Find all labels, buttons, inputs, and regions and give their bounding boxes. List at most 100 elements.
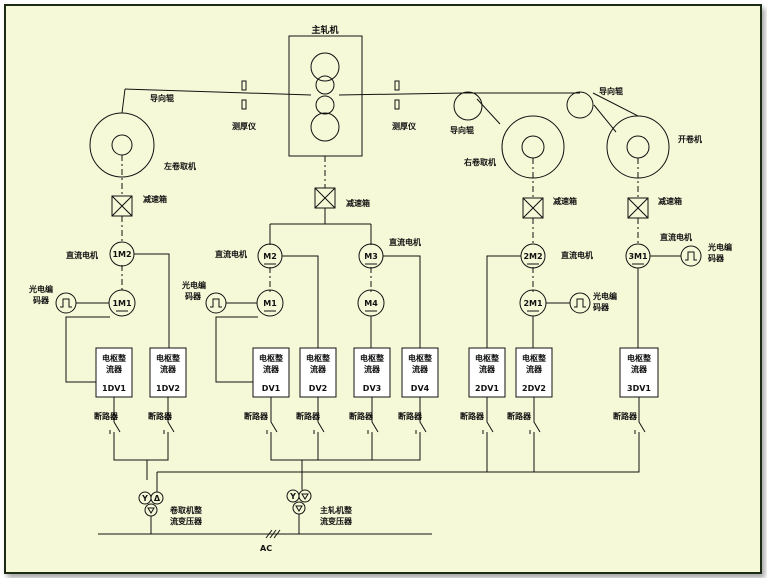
- rectifier-2DV1: 电枢整 流器 2DV1: [468, 347, 506, 398]
- right-guide-roll: 导向辊: [450, 91, 483, 135]
- svg-text:Y: Y: [289, 492, 296, 501]
- svg-text:1DV1: 1DV1: [102, 384, 126, 393]
- svg-text:DV4: DV4: [411, 384, 430, 393]
- svg-text:1M1: 1M1: [112, 299, 132, 308]
- lower-work-roll: [310, 112, 340, 142]
- left-coiler: 导向辊 左卷取机: [89, 88, 196, 178]
- svg-text:左卷取机: 左卷取机: [163, 161, 196, 171]
- svg-text:流器: 流器: [412, 364, 429, 374]
- svg-text:M2: M2: [263, 252, 277, 261]
- uncoiler: 开卷机: [592, 92, 702, 179]
- svg-text:流器: 流器: [106, 364, 123, 374]
- diagram-frame: 主轧机 测厚仪 测厚仪 导向辊 左卷取机 导向辊 导向辊 右卷取机: [4, 4, 762, 574]
- thickness-gauge-left: 测厚仪: [232, 80, 257, 131]
- rectifier-DV4: 电枢整 流器 DV4: [401, 347, 439, 398]
- svg-text:减速箱: 减速箱: [553, 196, 577, 206]
- svg-text:码器: 码器: [593, 303, 610, 312]
- reduction-box-uncoiler: 减速箱: [627, 196, 682, 219]
- strip-right-mid: [338, 92, 464, 96]
- coiler-transformer: Y Δ 卷取机整 流变压器: [138, 491, 203, 534]
- svg-text:导向辊: 导向辊: [450, 125, 474, 135]
- top-right-guide-roll: 导向辊: [566, 86, 623, 119]
- svg-text:主轧机整: 主轧机整: [320, 505, 352, 515]
- svg-text:断路器: 断路器: [460, 411, 485, 421]
- svg-text:码器: 码器: [33, 296, 50, 305]
- svg-text:断路器: 断路器: [349, 411, 374, 421]
- svg-text:流器: 流器: [364, 364, 381, 374]
- strip-path: [124, 88, 617, 133]
- motor-rectifier-wiring: [65, 253, 639, 383]
- svg-text:流器: 流器: [310, 364, 327, 374]
- mechanical-shafts: [121, 155, 639, 292]
- rectifier-1DV1: 电枢整 流器 1DV1: [95, 347, 133, 398]
- svg-text:码器: 码器: [185, 292, 202, 301]
- svg-text:M3: M3: [364, 252, 378, 261]
- svg-text:光电编: 光电编: [181, 280, 206, 290]
- svg-text:Δ: Δ: [154, 494, 161, 503]
- svg-text:减速箱: 减速箱: [346, 198, 370, 208]
- svg-text:导向辊: 导向辊: [150, 93, 174, 103]
- svg-text:流变压器: 流变压器: [320, 516, 353, 526]
- motor-2M2: 2M2 直流电机: [520, 243, 593, 269]
- svg-text:电枢整: 电枢整: [259, 353, 283, 363]
- svg-text:2M1: 2M1: [523, 299, 543, 308]
- svg-text:导向辊: 导向辊: [599, 86, 623, 96]
- svg-text:光电编: 光电编: [592, 291, 617, 301]
- svg-text:Y: Y: [141, 494, 148, 503]
- rectifier-DV1: 电枢整 流器 DV1: [252, 347, 290, 398]
- svg-text:1M2: 1M2: [112, 250, 131, 259]
- svg-text:3DV1: 3DV1: [627, 384, 651, 393]
- svg-text:电枢整: 电枢整: [306, 353, 330, 363]
- motor-2M1: 2M1: [519, 289, 547, 317]
- svg-text:直流电机: 直流电机: [660, 232, 692, 242]
- svg-text:断路器: 断路器: [94, 411, 119, 421]
- main-transformer: Y 主轧机整 流变压器: [286, 489, 353, 534]
- svg-text:断路器: 断路器: [244, 411, 269, 421]
- svg-text:右卷取机: 右卷取机: [463, 157, 496, 167]
- svg-text:直流电机: 直流电机: [66, 250, 98, 260]
- svg-text:卷取机整: 卷取机整: [169, 505, 202, 515]
- svg-text:2DV1: 2DV1: [475, 384, 499, 393]
- main-mill-shaft-split: [269, 208, 372, 245]
- svg-text:电枢整: 电枢整: [408, 353, 432, 363]
- svg-text:电枢整: 电枢整: [156, 353, 180, 363]
- main-mill-label: 主轧机: [311, 24, 338, 36]
- svg-text:光电编: 光电编: [707, 242, 732, 252]
- thickness-gauge-right: 测厚仪: [392, 80, 417, 131]
- svg-text:断路器: 断路器: [398, 411, 423, 421]
- svg-text:光电编: 光电编: [28, 284, 53, 294]
- strip-to-right-coiler: [476, 98, 501, 125]
- motor-M4: M4: [357, 289, 385, 317]
- rectifier-DV2: 电枢整 流器 DV2: [299, 347, 337, 398]
- breakers: 断路器 断路器 断路器 断路器 断路器 断路器 断路器 断路器 断路器: [94, 397, 646, 450]
- svg-text:减速箱: 减速箱: [143, 194, 167, 204]
- svg-text:2M2: 2M2: [523, 252, 542, 261]
- motor-3M1: 3M1 直流电机: [625, 232, 692, 269]
- svg-text:流器: 流器: [631, 364, 648, 374]
- svg-text:断路器: 断路器: [507, 411, 532, 421]
- encoder-uncoiler: 光电编 码器: [650, 242, 732, 267]
- roll-3: [315, 95, 335, 115]
- motor-M1: M1: [256, 289, 284, 317]
- encoder-right: 光电编 码器: [546, 291, 617, 314]
- rectifier-2DV2: 电枢整 流器 2DV2: [515, 347, 553, 398]
- encoder-left: 光电编 码器: [28, 284, 109, 314]
- rectifier-3DV1: 电枢整 流器 3DV1: [619, 347, 659, 398]
- svg-text:电枢整: 电枢整: [522, 353, 546, 363]
- svg-text:减速箱: 减速箱: [658, 196, 682, 206]
- svg-text:流器: 流器: [263, 364, 280, 374]
- strip-to-uncoiler: [593, 104, 617, 133]
- svg-text:码器: 码器: [708, 254, 725, 263]
- motor-M3: M3 直流电机: [358, 237, 421, 269]
- motor-1M2: 1M2 直流电机: [66, 241, 135, 267]
- svg-text:M4: M4: [364, 299, 378, 308]
- svg-text:流器: 流器: [160, 364, 177, 374]
- main-mill: 主轧机: [288, 24, 363, 157]
- svg-text:3M1: 3M1: [628, 252, 648, 261]
- reduction-box-right: 减速箱: [522, 196, 577, 219]
- svg-text:流器: 流器: [479, 364, 496, 374]
- svg-text:断路器: 断路器: [613, 411, 638, 421]
- drive-system-diagram: 主轧机 测厚仪 测厚仪 导向辊 左卷取机 导向辊 导向辊 右卷取机: [28, 24, 732, 553]
- motor-M2: M2 直流电机: [215, 243, 283, 269]
- rectifier-1DV2: 电枢整 流器 1DV2: [149, 347, 187, 398]
